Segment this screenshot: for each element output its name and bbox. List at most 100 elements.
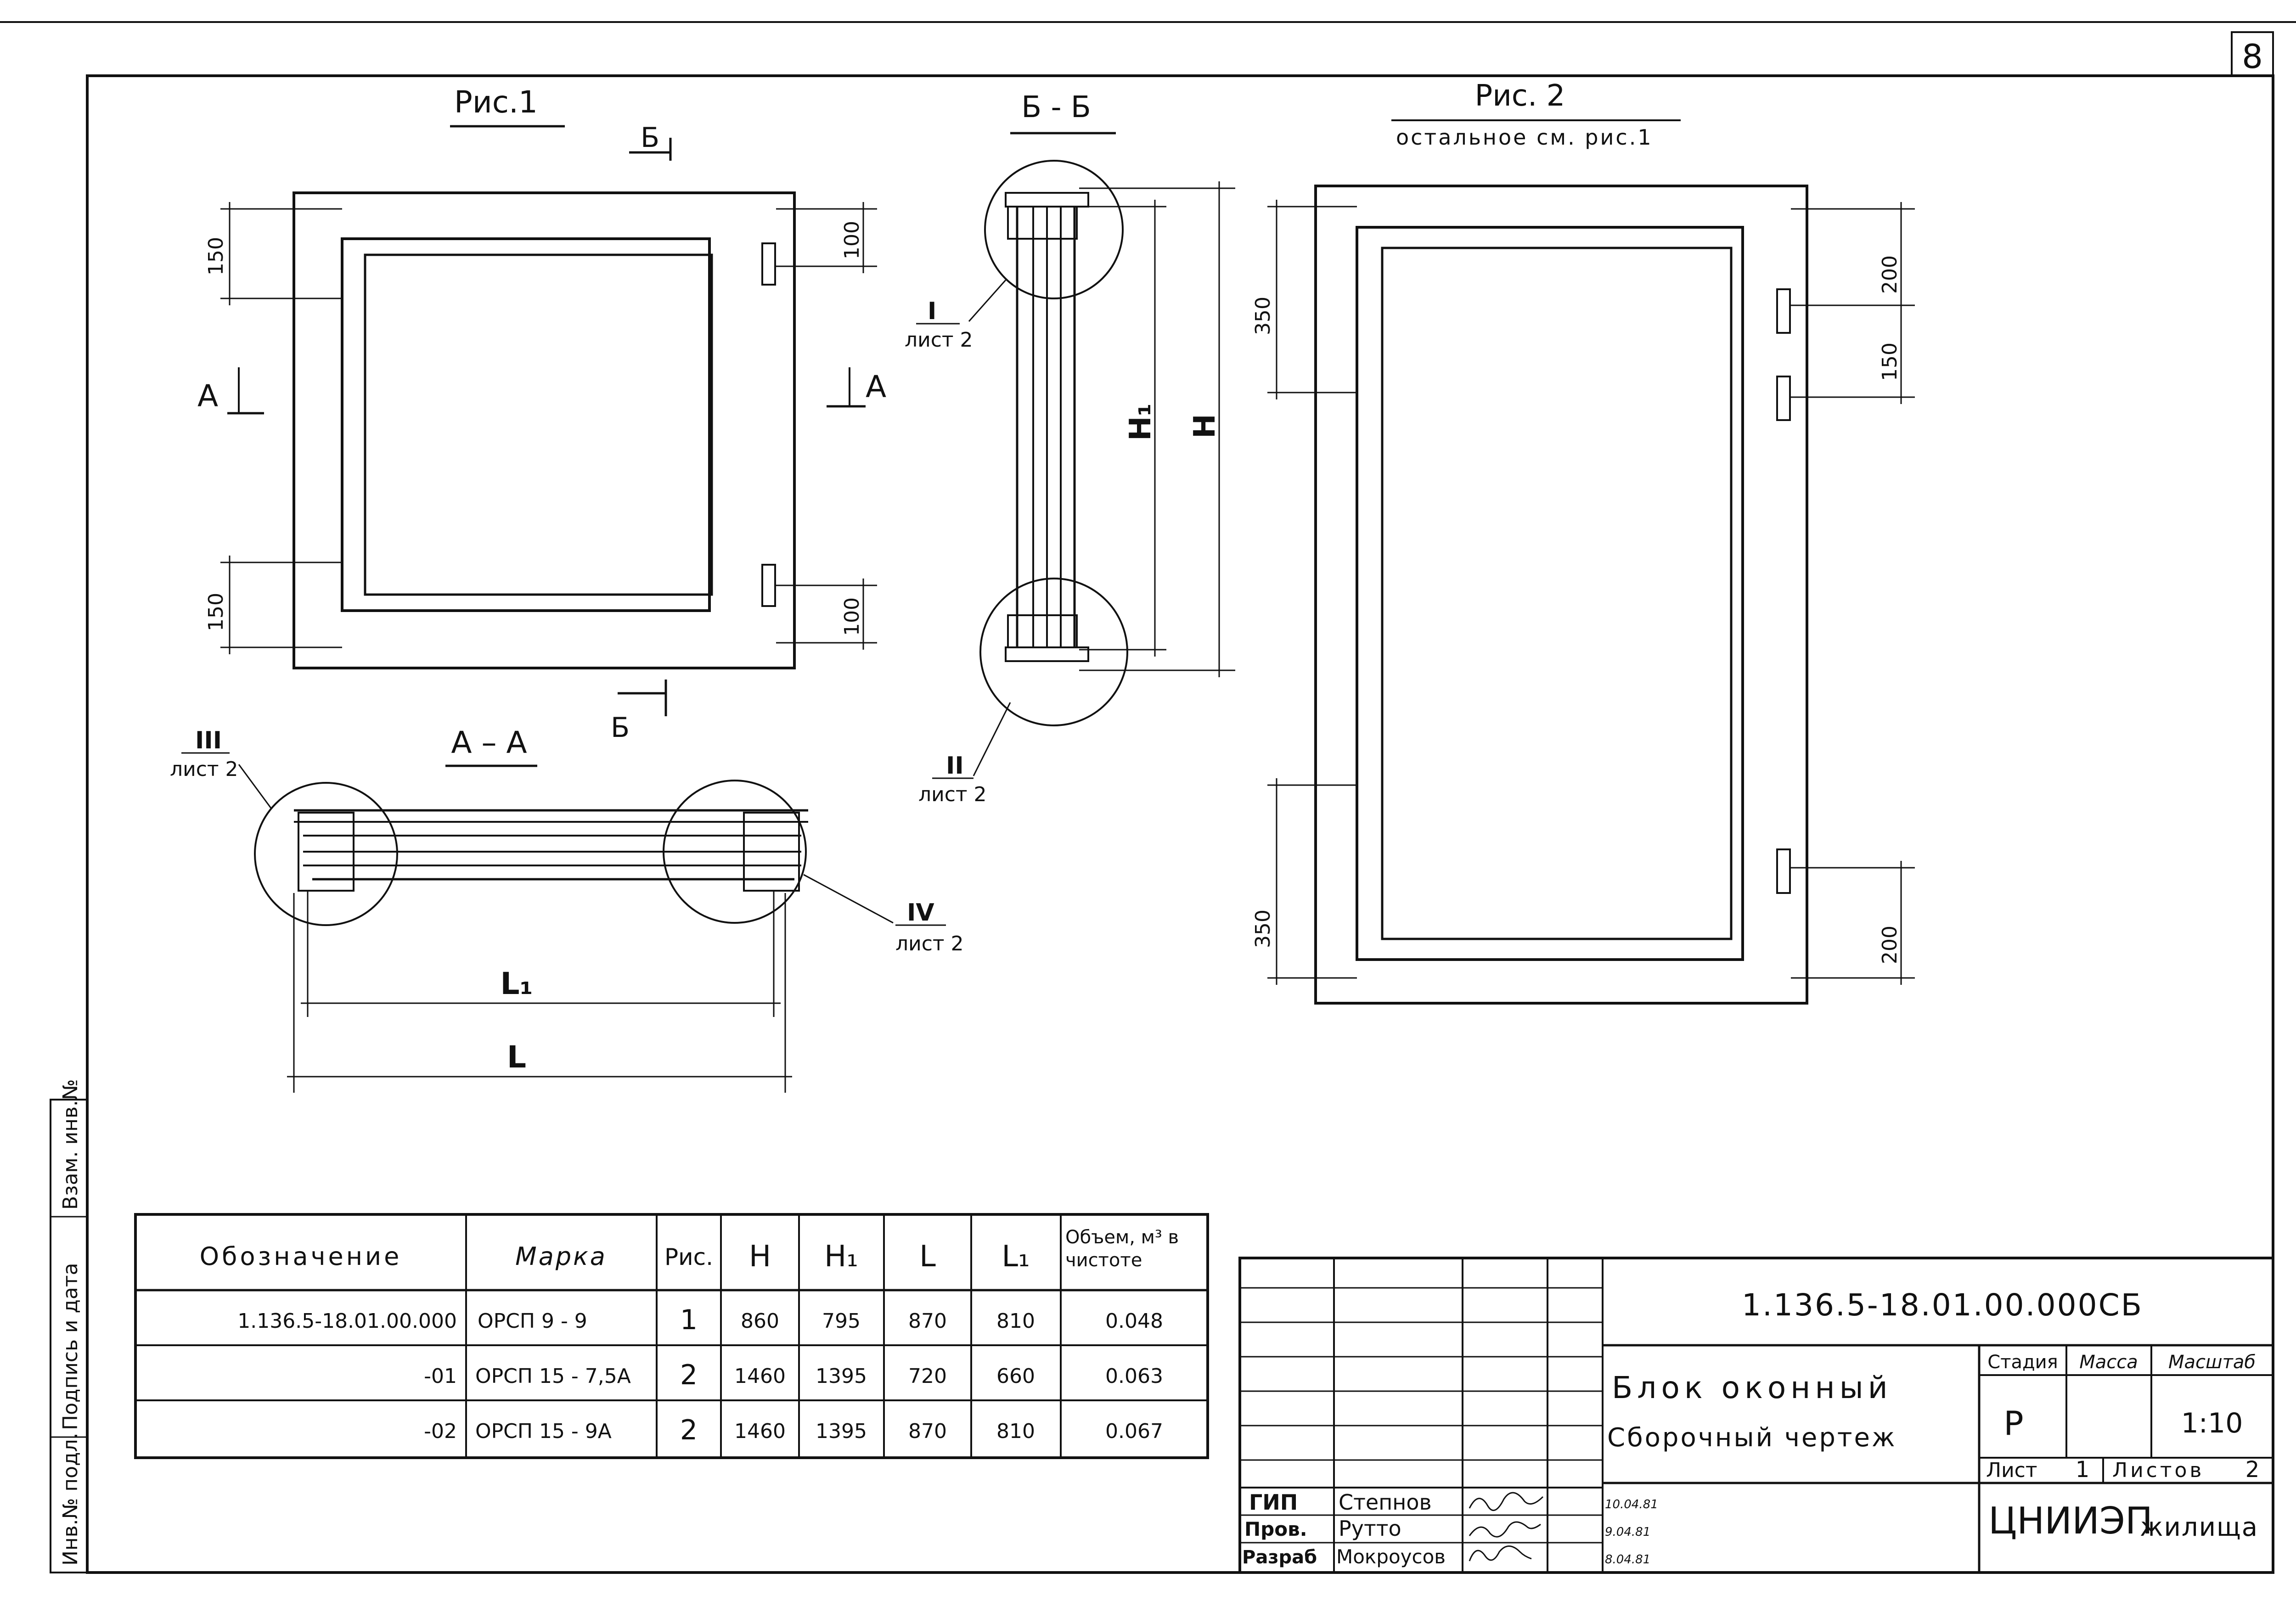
fig2-hinge-mid (1776, 376, 1791, 421)
spec-r3-fig: 2 (680, 1414, 698, 1446)
side-label-inv-replace: Взам. инв.№ (59, 1079, 82, 1210)
section-bb: Б - Б I лист 2 II лист 2 H₁ H (905, 90, 1235, 806)
sheet-number-box (2231, 31, 2274, 77)
spec-r1-l: 870 (908, 1309, 947, 1333)
title-block: 1.136.5-18.01.00.000СБ Блок оконный Сбор… (1238, 1257, 2274, 1574)
side-label-signature-date: Подпись и дата (59, 1263, 82, 1430)
person-2-signature (1469, 1521, 1541, 1538)
spec-header-mark: Марка (515, 1242, 607, 1271)
spec-header-fig: Рис. (664, 1244, 713, 1270)
person-3-signature (1469, 1545, 1532, 1561)
spec-r2-fig: 2 (680, 1359, 698, 1391)
title-sheets-label: Листов (2112, 1459, 2204, 1482)
fig1-section-a-right: А (866, 369, 886, 404)
fig1-title: Рис.1 (454, 84, 538, 120)
spec-r2-mark: ОРСП 15 - 7,5А (475, 1365, 631, 1388)
callout-circle-1 (984, 160, 1124, 299)
spec-r1-h: 860 (741, 1309, 779, 1333)
callout-1-sheet: лист 2 (905, 328, 973, 352)
person-2-name: Рутто (1339, 1516, 1401, 1541)
fig1-glass (364, 253, 713, 596)
fig2-dim-hinge-gap: 150 (1878, 343, 1902, 381)
fig1-dim-top-offset: 150 (204, 237, 228, 275)
title-line2: Сборочный чертеж (1607, 1423, 1896, 1453)
fig2-hinge-top (1776, 288, 1791, 334)
spec-r2-h1: 1395 (816, 1365, 867, 1388)
person-3-date: 8.04.81 (1605, 1553, 1650, 1567)
spec-r2-l: 720 (908, 1365, 947, 1388)
section-aa: А – А III лист 2 IV лист 2 L₁ L (170, 725, 964, 1093)
title-scale: 1:10 (2181, 1407, 2243, 1439)
title-sheets-value: 2 (2245, 1457, 2260, 1483)
fig1-section-mark-top: Б (641, 122, 659, 154)
spec-header-l1: L₁ (1002, 1240, 1030, 1274)
spec-r2-h: 1460 (734, 1365, 786, 1388)
callout-4-sheet: лист 2 (895, 932, 964, 955)
section-aa-dim-l1: L₁ (501, 966, 533, 1001)
title-org: ЦНИИЭП (1988, 1500, 2153, 1542)
fig2-sash (1356, 226, 1744, 961)
fig2-dim-hinge-bottom: 200 (1878, 926, 1902, 964)
person-1-date: 10.04.81 (1605, 1498, 1658, 1511)
spec-r3-l: 870 (908, 1420, 947, 1443)
spec-r1-volume: 0.048 (1105, 1309, 1163, 1333)
section-bb-title: Б - Б (1021, 90, 1091, 124)
title-stage-label: Стадия (1987, 1352, 2058, 1373)
spec-r1-l1: 810 (996, 1309, 1035, 1333)
spec-r1-h1: 795 (822, 1309, 861, 1333)
spec-header-volume-wrap: Объем, м³ в чистоте (1065, 1227, 1179, 1271)
fig1-dim-hinge-bottom: 100 (840, 597, 864, 636)
title-mass-label: Масса (2079, 1352, 2138, 1373)
spec-r3-designation: -02 (424, 1420, 457, 1443)
fig2-dim-top-offset: 350 (1251, 297, 1275, 335)
callout-circle-2 (979, 578, 1128, 726)
title-sheet-label: Лист (1986, 1459, 2037, 1482)
fig2-window-view: Рис. 2 остальное см. рис.1 350 350 200 1… (1251, 79, 1915, 1005)
fig1-dim-hinge-top: 100 (840, 221, 864, 259)
spec-header-l: L (919, 1240, 936, 1274)
spec-r2-l1: 660 (996, 1365, 1035, 1388)
fig2-hinge-bottom (1776, 848, 1791, 894)
callout-2-sheet: лист 2 (918, 783, 987, 806)
spec-r3-h: 1460 (734, 1420, 786, 1443)
spec-header-designation: Обозначение (200, 1242, 402, 1271)
section-aa-dim-l: L (507, 1039, 526, 1075)
person-2-date: 9.04.81 (1605, 1525, 1650, 1539)
spec-r1-designation: 1.136.5-18.01.00.000 (237, 1309, 457, 1333)
callout-circle-4 (663, 780, 807, 924)
fig2-glass (1381, 247, 1733, 940)
callout-1-num: I (928, 298, 936, 325)
person-3-role: Разраб (1242, 1547, 1317, 1568)
section-aa-title: А – А (451, 725, 527, 760)
title-line1: Блок оконный (1612, 1370, 1892, 1405)
callout-3-num: III (195, 727, 222, 754)
person-3-name: Мокроусов (1336, 1545, 1446, 1568)
callout-circle-3 (254, 782, 398, 926)
fig2-dim-bottom-offset: 350 (1251, 910, 1275, 948)
person-1-name: Степнов (1339, 1490, 1432, 1515)
callout-2-num: II (946, 752, 964, 780)
title-stage: Р (2003, 1404, 2023, 1443)
fig2-subtitle: остальное см. рис.1 (1396, 125, 1653, 150)
spec-r1-fig: 1 (680, 1304, 698, 1336)
section-bb-dim-h: H (1188, 414, 1222, 438)
spec-r3-volume: 0.067 (1105, 1420, 1163, 1443)
spec-r3-h1: 1395 (816, 1420, 867, 1443)
side-label-inv-orig: Инв.№ подл. (59, 1432, 82, 1566)
fig1-window-view: Рис.1 Б Б А А 150 150 100 (197, 84, 886, 744)
fig1-section-a-left: А (197, 378, 218, 414)
person-1-role: ГИП (1249, 1490, 1298, 1515)
fig1-outer-frame (293, 191, 796, 669)
callout-4-num: IV (907, 899, 934, 927)
sheet-number: 8 (2242, 37, 2263, 76)
spec-r2-volume: 0.063 (1105, 1365, 1163, 1388)
spec-header-h1: H₁ (824, 1240, 858, 1274)
fig1-section-mark-bottom: Б (611, 712, 630, 744)
title-sheet-value: 1 (2076, 1457, 2090, 1483)
spec-r1-mark: ОРСП 9 - 9 (478, 1309, 587, 1333)
spec-r2-designation: -01 (424, 1365, 457, 1388)
title-doc-code: 1.136.5-18.01.00.000СБ (1742, 1287, 2143, 1323)
fig1-hinge-top (761, 242, 776, 286)
outer-frame (86, 74, 2274, 1574)
